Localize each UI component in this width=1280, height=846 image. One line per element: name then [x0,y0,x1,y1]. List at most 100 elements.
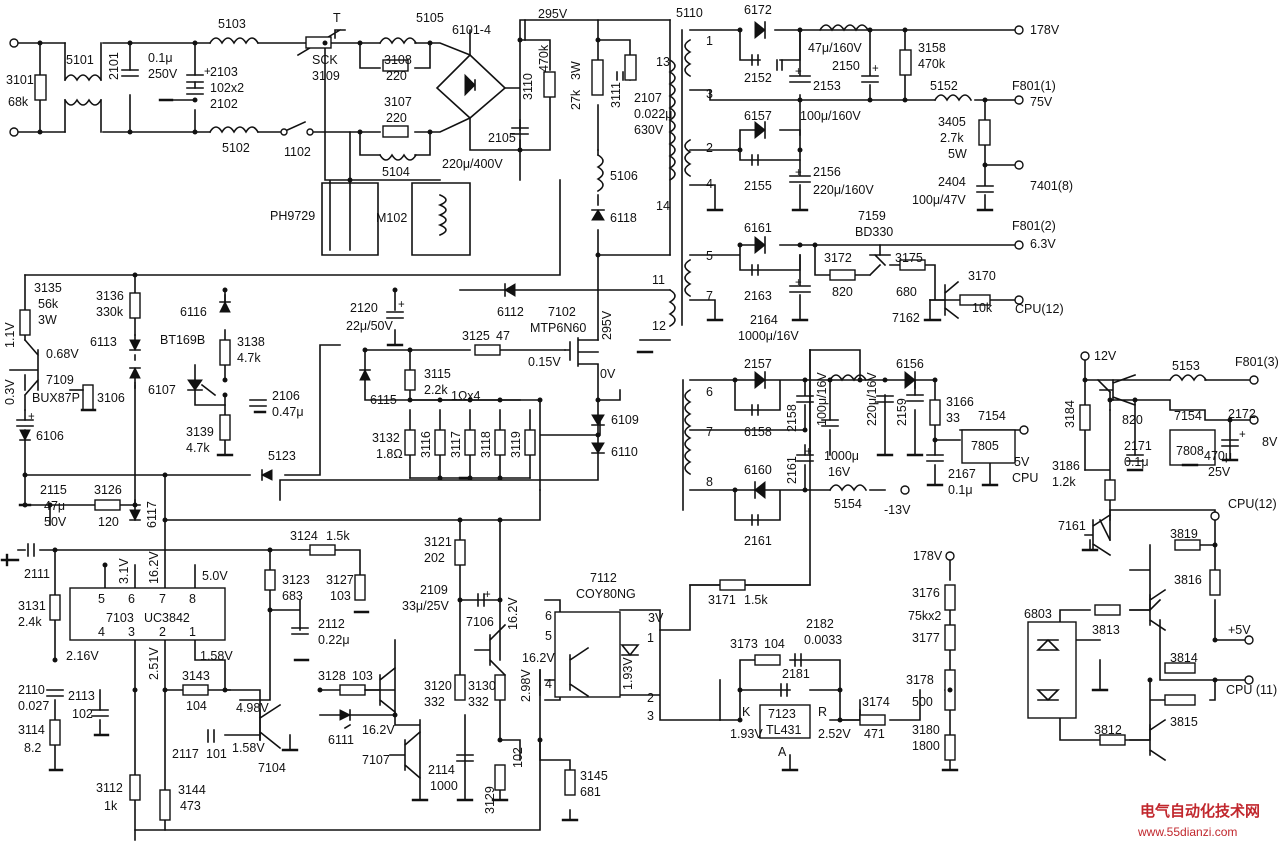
svg-text:4: 4 [545,677,552,691]
svg-text:3812: 3812 [1094,723,1122,737]
svg-text:3131: 3131 [18,599,46,613]
svg-text:PH9729: PH9729 [270,209,315,223]
svg-text:25V: 25V [1208,465,1231,479]
svg-text:8: 8 [189,592,196,606]
svg-text:0.1μ: 0.1μ [148,51,173,65]
svg-text:A: A [778,745,787,759]
svg-text:4.98V: 4.98V [236,701,269,715]
svg-text:100μ/160V: 100μ/160V [800,109,861,123]
svg-text:7104: 7104 [258,761,286,775]
svg-text:7161: 7161 [1058,519,1086,533]
svg-text:5104: 5104 [382,165,410,179]
svg-text:5110: 5110 [676,6,703,20]
svg-text:7106: 7106 [466,615,494,629]
svg-text:CPU (11): CPU (11) [1226,683,1277,697]
svg-text:6118: 6118 [610,211,637,225]
svg-text:16.2V: 16.2V [506,597,520,630]
svg-text:2152: 2152 [744,71,772,85]
svg-text:3815: 3815 [1170,715,1198,729]
svg-text:202: 202 [424,551,445,565]
svg-text:2114: 2114 [428,763,455,777]
svg-text:+: + [805,446,812,458]
svg-text:6156: 6156 [896,357,924,371]
svg-text:5123: 5123 [268,449,296,463]
svg-text:470k: 470k [918,57,946,71]
svg-text:5: 5 [545,629,552,643]
svg-text:120: 120 [98,515,119,529]
svg-text:5.0V: 5.0V [202,569,228,583]
svg-text:2172: 2172 [1228,407,1256,421]
svg-text:6: 6 [706,385,713,399]
svg-text:3178: 3178 [906,673,934,687]
svg-text:电气自动化技术网: 电气自动化技术网 [1140,802,1260,820]
svg-text:1: 1 [647,631,654,645]
svg-text:2181: 2181 [782,667,810,681]
svg-text:1800: 1800 [912,739,940,753]
svg-text:7401(8): 7401(8) [1030,179,1073,193]
svg-text:22μ/50V: 22μ/50V [346,319,393,333]
svg-text:6111: 6111 [328,733,354,747]
svg-text:332: 332 [424,695,445,709]
svg-text:6158: 6158 [744,425,772,439]
svg-text:+: + [872,63,879,75]
svg-text:3129: 3129 [483,786,497,814]
svg-text:2167: 2167 [948,467,976,481]
svg-text:2: 2 [706,141,713,155]
svg-text:3405: 3405 [938,115,966,129]
svg-text:3145: 3145 [580,769,608,783]
svg-text:0.68V: 0.68V [46,347,79,361]
svg-text:7112: 7112 [590,571,617,585]
svg-text:2107: 2107 [634,91,662,105]
svg-text:3144: 3144 [178,783,206,797]
svg-text:6109: 6109 [611,413,639,427]
svg-text:1.58V: 1.58V [200,649,233,663]
components: +++ +++ +++ + [0,20,1259,822]
svg-text:6116: 6116 [180,305,207,319]
svg-text:5152: 5152 [930,79,958,93]
svg-text:F801(3): F801(3) [1235,355,1279,369]
svg-text:7123: 7123 [768,707,796,721]
svg-text:UC3842: UC3842 [144,611,190,625]
svg-text:0.022μ: 0.022μ [634,107,672,121]
svg-text:7107: 7107 [362,753,390,767]
svg-text:10k: 10k [972,301,993,315]
svg-text:CPU(12): CPU(12) [1015,302,1064,316]
svg-text:1.58V: 1.58V [232,741,265,755]
svg-text:2159: 2159 [895,398,909,426]
svg-text:3114: 3114 [18,723,45,737]
svg-text:8V: 8V [1262,435,1278,449]
svg-text:102x2: 102x2 [210,81,244,95]
svg-text:47μ: 47μ [44,499,65,513]
svg-text:1k: 1k [104,799,118,813]
svg-text:0.3V: 0.3V [3,379,17,405]
svg-text:75kx2: 75kx2 [908,609,941,623]
svg-text:5154: 5154 [834,497,862,511]
svg-text:3180: 3180 [912,723,940,737]
svg-text:3: 3 [128,625,135,639]
svg-text:2156: 2156 [813,165,841,179]
svg-text:+: + [795,66,802,78]
svg-text:5106: 5106 [610,169,638,183]
svg-text:1.93V: 1.93V [730,727,763,741]
svg-text:MTP6N60: MTP6N60 [530,321,586,335]
svg-text:12: 12 [652,319,666,333]
svg-text:500: 500 [912,695,933,709]
svg-text:1.5k: 1.5k [326,529,350,543]
svg-text:4: 4 [98,625,105,639]
svg-text:1102: 1102 [284,145,311,159]
svg-text:3108: 3108 [384,53,412,67]
svg-text:+5V: +5V [1228,623,1251,637]
svg-text:1000μ: 1000μ [824,449,859,463]
svg-text:7154: 7154 [978,409,1006,423]
svg-text:1000: 1000 [430,779,458,793]
svg-text:3V: 3V [648,611,664,625]
svg-text:-13V: -13V [884,503,911,517]
svg-text:3814: 3814 [1170,651,1198,665]
svg-text:+: + [398,299,405,311]
svg-text:6160: 6160 [744,463,772,477]
svg-text:2404: 2404 [938,175,966,189]
wires [17,19,1251,841]
svg-text:3128: 3128 [318,669,346,683]
svg-text:3126: 3126 [94,483,122,497]
svg-text:6: 6 [128,592,135,606]
